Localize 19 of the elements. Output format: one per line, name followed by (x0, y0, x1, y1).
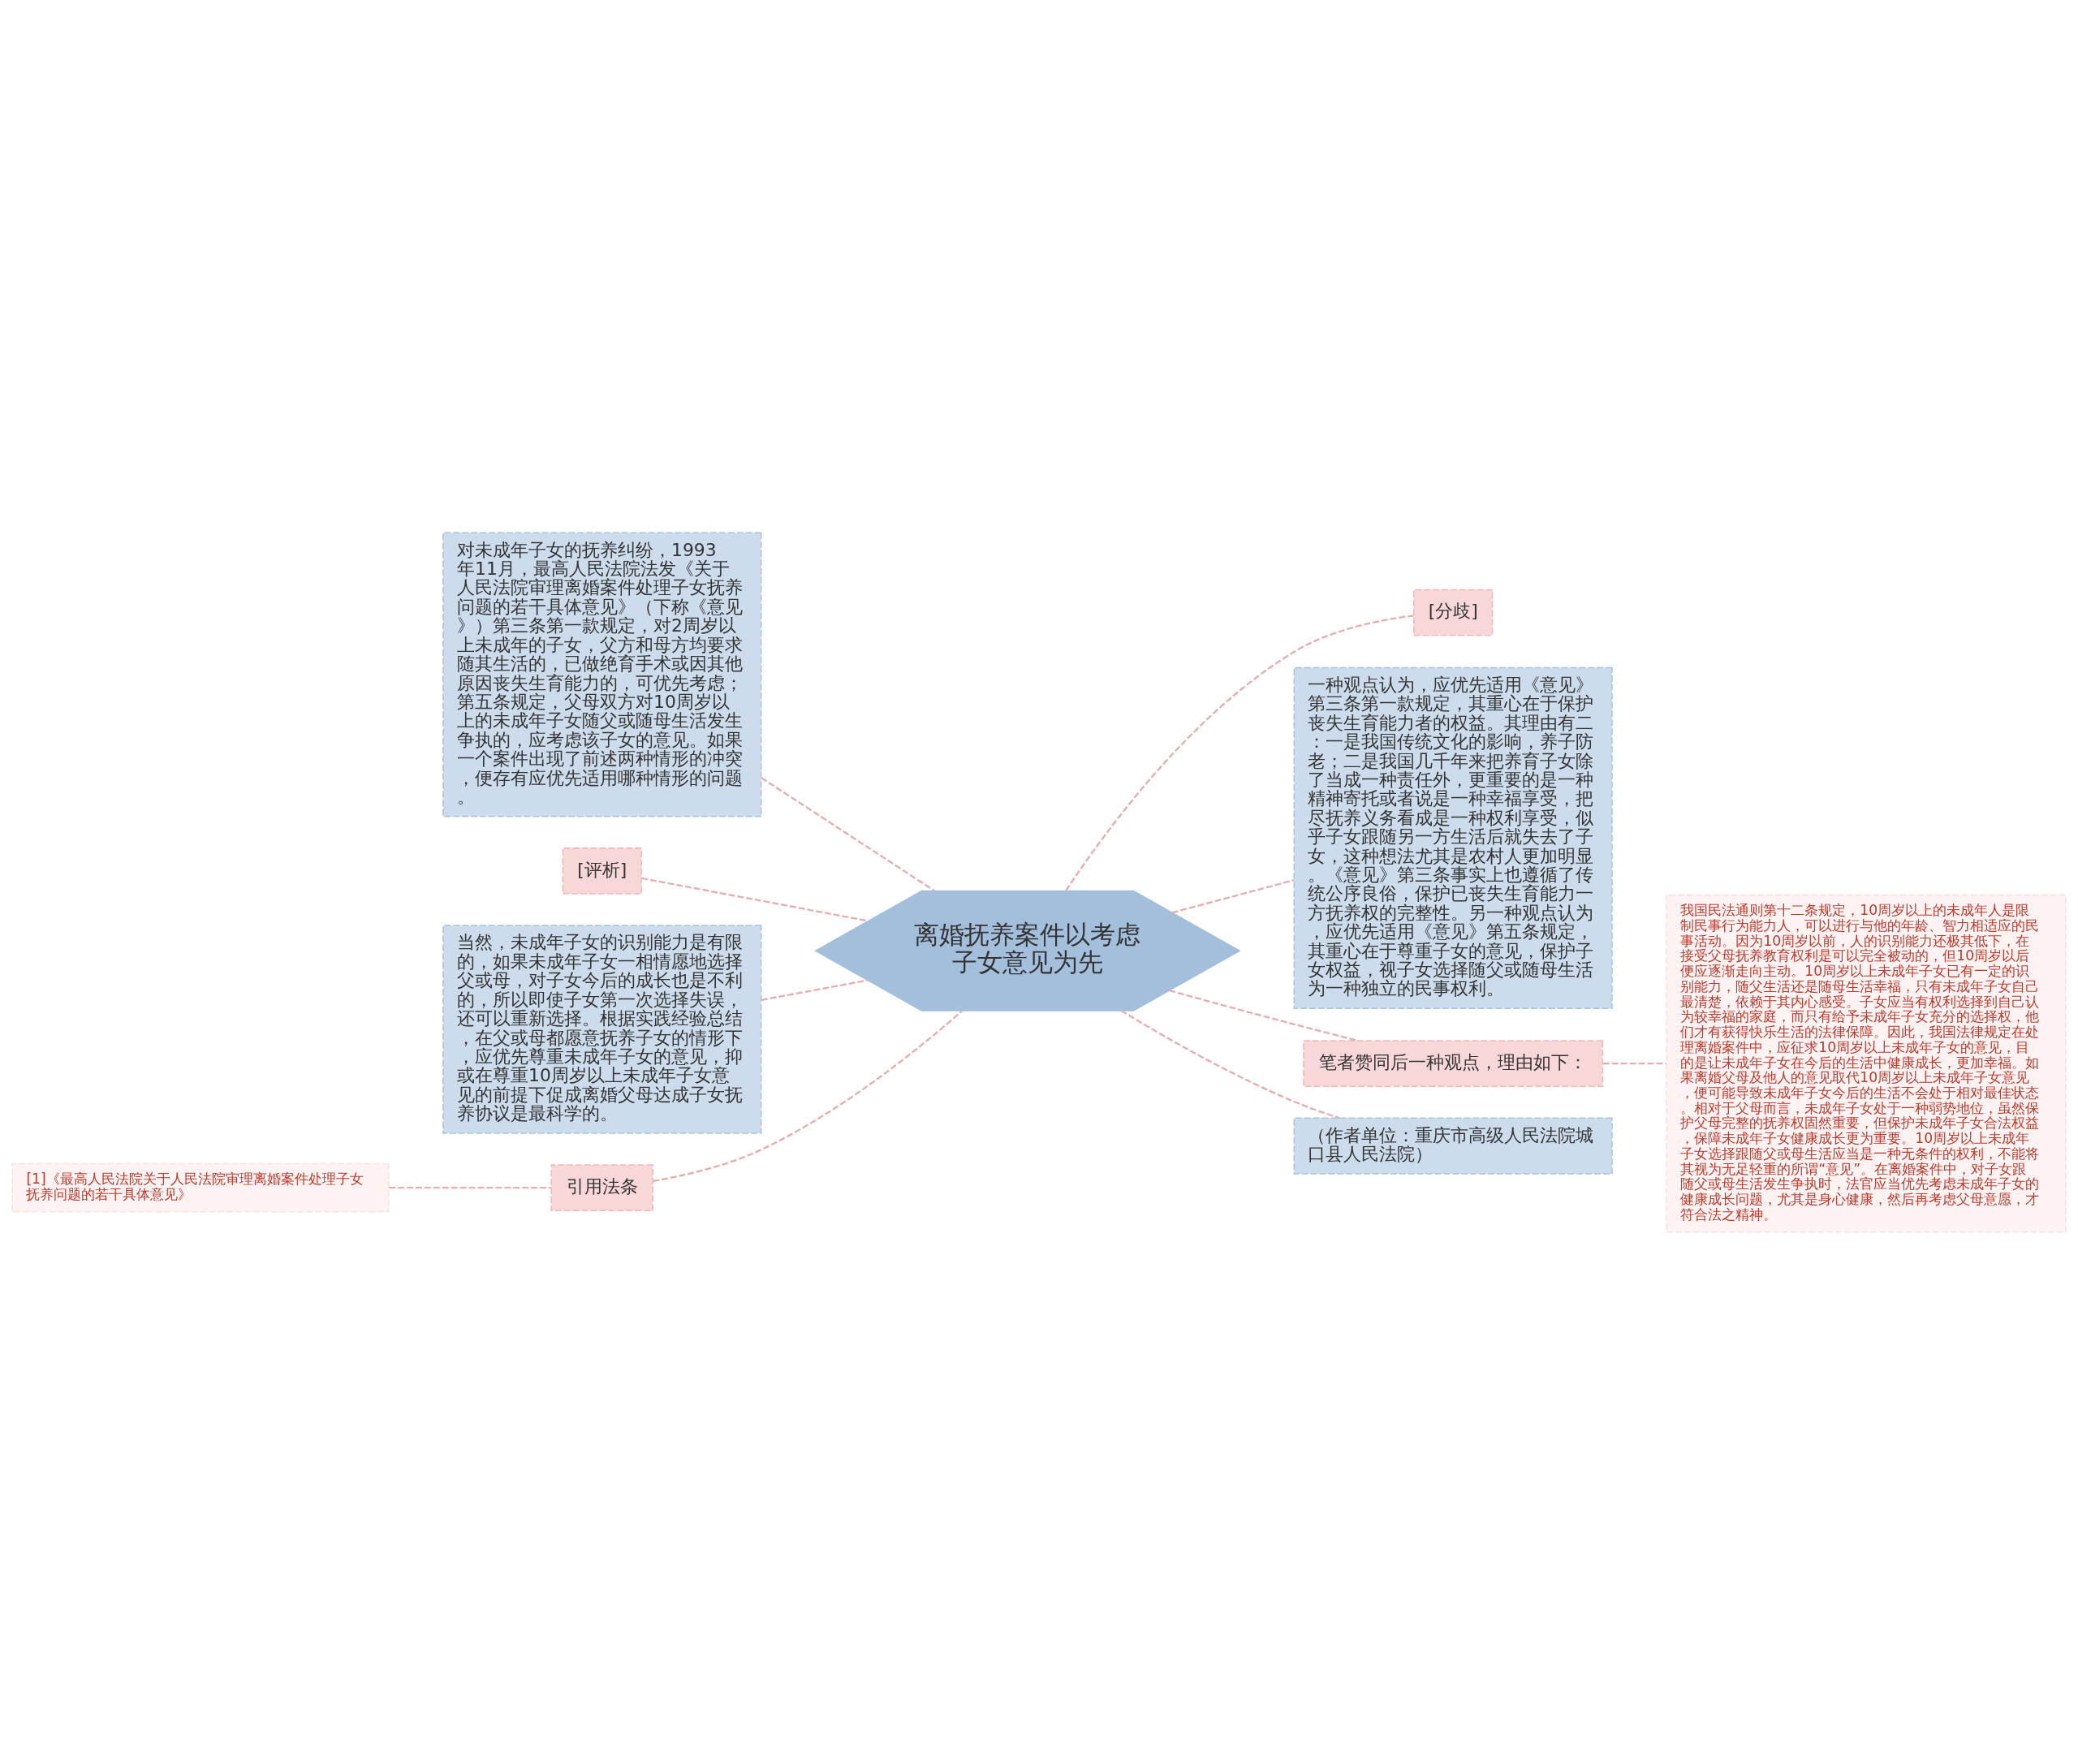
node-box: 一种观点认为，应优先适用《意见》第三条第一款规定，其重心在于保护丧失生育能力者的权益。其理由有二：一是我国传统文化的影响，养子防老；二是我国几千年来把养育子女除了当成一种责任外，更重要的是一种精神寄托或者说是一种幸福享受，把尽抚养义务看成是一种权利享受，似乎子女跟随另一方生活后就失去了子女，这种想法尤其是农村人更加明显。《意见》第三条事实上也遵循了传统公序良俗，保护已丧失生育能力一方抚养权的完整性。另一种观点认为，应优先适用《意见》第五条规定，其重心在于尊重子女的意见，保护子女权益，视子女选择随父或随母生活为一种独立的民事权利。 (1293, 666, 1613, 1009)
connector (1603, 1062, 1666, 1064)
node-box: [1]《最高人民法院关于人民法院审理离婚案件处理子女抚养问题的若干具体意见》 (11, 1162, 390, 1213)
connector (761, 776, 936, 892)
connector (1171, 878, 1295, 913)
node-box: 当然，未成年子女的识别能力是有限的，如果未成年子女一相情愿地选择父或母，对子女今后的成长也是不利的，所以即使子女第一次选择失误，还可以重新选择。根据实践经验总结，在父或母都愿意抚养子女的情形下，应优先尊重未成年子女的意见，抑或在尊重10周岁以上未成年子女意见的前提下促成离婚父母达成子女抚养协议是最科学的。 (442, 924, 762, 1134)
node-box: 对未成年子女的抚养纠纷，1993年11月，最高人民法院法发《关于人民法院审理离婚案件处理子女抚养问题的若干具体意见》（下称《意见》）第三条第一款规定，对2周岁以上未成年的子女，父方和母方均要求随其生活的，已做绝育手术或因其他原因丧失生育能力的，可优先考虑；第五条规定，父母双方对10周岁以上的未成年子女随父或随母生活发生争执的，应考虑该子女的意见。如果一个案件出现了前述两种情形的冲突，便存有应优先适用哪种情形的问题。 (442, 531, 762, 817)
connector (1120, 1009, 1340, 1119)
connector (389, 1186, 551, 1188)
connector (761, 978, 869, 1001)
node-box: 笔者赞同后一种观点，理由如下： (1303, 1039, 1604, 1087)
node-box: （作者单位：重庆市高级人民法院城口县人民法院） (1293, 1117, 1613, 1175)
node-box: [评析] (562, 847, 642, 895)
node-box: 我国民法通则第十二条规定，10周岁以上的未成年人是限制民事行为能力人，可以进行与他的年龄、智力相适应的民事活动。因为10周岁以前，人的识别能力还极其低下，在接受父母抚养教育权利是可以完全被动的，但10周岁以后便应逐渐走向主动。10周岁以上未成年子女已有一定的识别能力，随父生活还是随母生活幸福，只有未成年子女自己最清楚，依赖于其内心感受。子女应当有权利选择到自己认为较幸福的家庭，而只有给予未成年子女充分的选择权，他们才有获得快乐生活的法律保障。因此，我国法律规定在处理离婚案件中，应征求10周岁以上未成年子女的意见，目的是让未成年子女在今后的生活中健康成长，更加幸福。如果离婚父母及他人的意见取代10周岁以上未成年子女意见，便可能导致未成年子女今后的生活不会处于相对最佳状态。相对于父母而言，未成年子女处于一种弱势地位，虽然保护父母完整的抚养权固然重要，但保护未成年子女合法权益，保障未成年子女健康成长更为重要。10周岁以上未成年子女选择跟随父或母生活应当是一种无条件的权利，不能将其视为无足轻重的所谓“意见”。在离婚案件中，对子女跟随父或母生活发生争执时，法官应当优先考虑未成年子女的健康成长问题，尤其是身心健康，然后再考虑父母意愿，才符合法之精神。 (1666, 894, 2067, 1233)
node-box: [分歧] (1413, 589, 1494, 636)
connector (653, 1010, 963, 1182)
node-box: 引用法条 (550, 1163, 653, 1211)
connector (641, 877, 869, 922)
connector (1065, 614, 1414, 891)
